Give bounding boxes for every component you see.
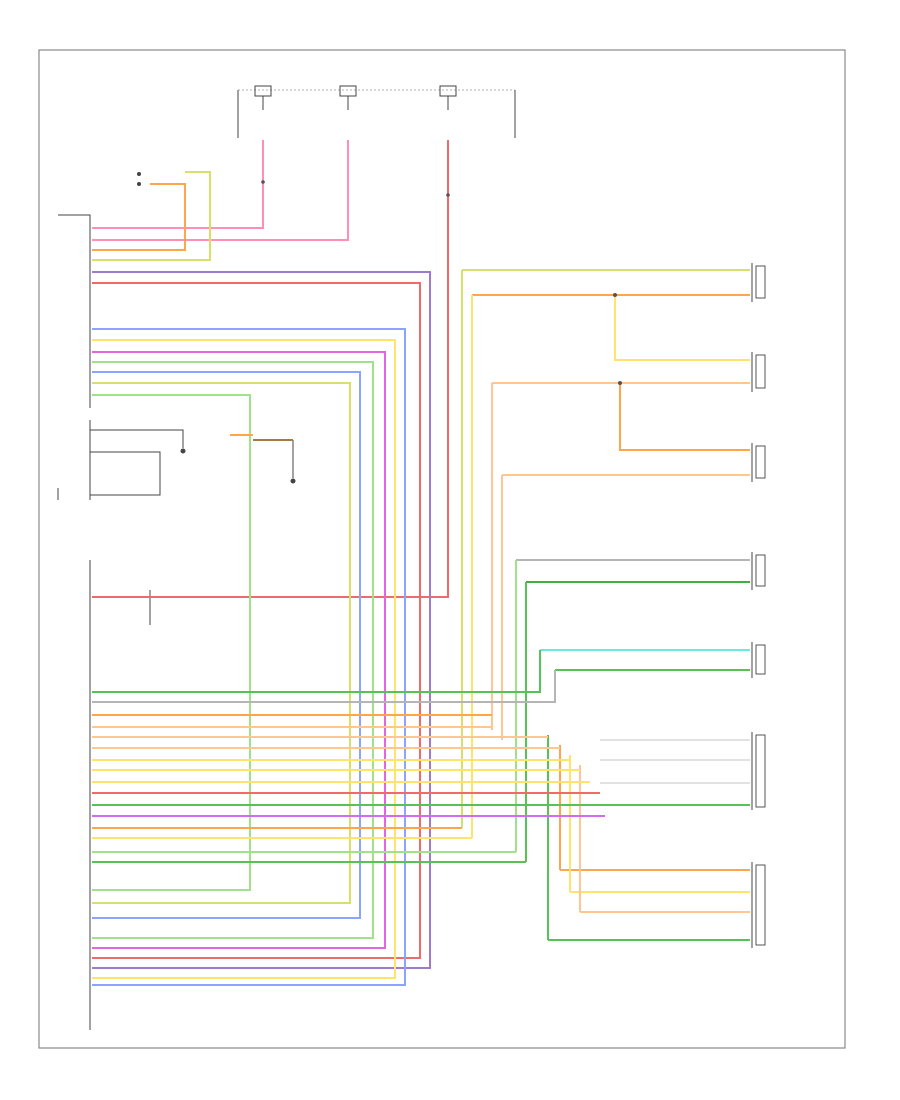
radio-harness-upper [92, 271, 431, 986]
radio-harness-lower [92, 714, 605, 863]
radio-module-outline [57, 214, 91, 1030]
fuse-feed-wires [92, 140, 449, 598]
speaker-feeds [462, 269, 750, 941]
splice-points [261, 180, 622, 385]
speaker-connectors [751, 263, 766, 948]
ground-symbols [90, 172, 296, 625]
diagram-frame [38, 49, 846, 1049]
harness-verticals [92, 270, 581, 940]
fuse-panel [237, 85, 516, 138]
